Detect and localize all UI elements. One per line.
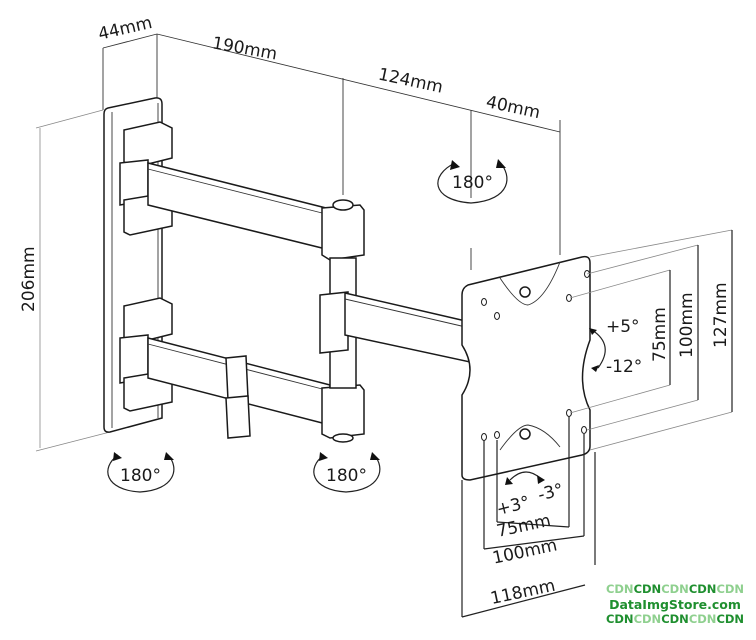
dim-vesa-v-75mm: 75mm: [650, 307, 670, 362]
vesa-plate: [461, 255, 591, 481]
watermark-line-2: DataImgStore.com: [609, 597, 741, 612]
arrow-icon: [496, 159, 506, 168]
arrow-icon: [537, 475, 545, 484]
upper-arm: [147, 162, 365, 261]
arrow-icon: [164, 452, 174, 460]
elbow-and-second-arm: [319, 257, 471, 389]
arrow-icon: [319, 452, 328, 461]
watermark: CDNCDNCDNCDNCDN DataImgStore.com CDNCDNC…: [600, 582, 750, 627]
left-height-dimension: [35, 109, 111, 452]
tilt-up-label: +5°: [606, 317, 640, 337]
right-dimension-lines: [569, 229, 733, 451]
tilt-down-label: -12°: [606, 357, 642, 377]
screw-icon: [519, 286, 531, 298]
dim-plate-127mm: 127mm: [711, 282, 731, 348]
watermark-line-1: CDNCDNCDNCDNCDN: [605, 582, 745, 596]
arrow-icon: [591, 365, 599, 372]
dim-206mm: 206mm: [19, 246, 39, 312]
arrow-icon: [113, 452, 122, 461]
elbow-pivot-indicator: 180°: [313, 452, 381, 493]
arrow-icon: [450, 160, 460, 170]
wall-pivot-indicator: 180°: [107, 452, 175, 493]
top-dimension-lines: [102, 33, 561, 270]
rotation-head-180: 180°: [452, 173, 493, 193]
dim-vesa-v-100mm: 100mm: [677, 292, 697, 358]
dim-190mm: 190mm: [211, 33, 279, 64]
dim-44mm: 44mm: [96, 13, 154, 45]
bottom-dimension-lines: [461, 416, 596, 618]
rotation-elbow-180: 180°: [326, 466, 367, 486]
dim-124mm: 124mm: [376, 65, 444, 98]
head-swivel-indicator: 180°: [437, 159, 508, 204]
watermark-line-3: CDNCDNCDNCDNCDN: [605, 612, 745, 626]
arrow-icon: [505, 477, 513, 485]
rotation-wall-180: 180°: [120, 466, 161, 486]
screw-icon: [519, 428, 531, 440]
arrow-icon: [370, 452, 380, 460]
tilt-indicator: +5° -12°: [589, 317, 642, 377]
arrow-icon: [589, 328, 597, 335]
dim-40mm: 40mm: [484, 92, 542, 123]
rotation-indicator: +3° -3°: [494, 471, 566, 520]
rotate-minus-label: -3°: [536, 480, 566, 506]
dim-plate-118mm: 118mm: [489, 576, 557, 609]
lower-arm: [147, 337, 365, 443]
